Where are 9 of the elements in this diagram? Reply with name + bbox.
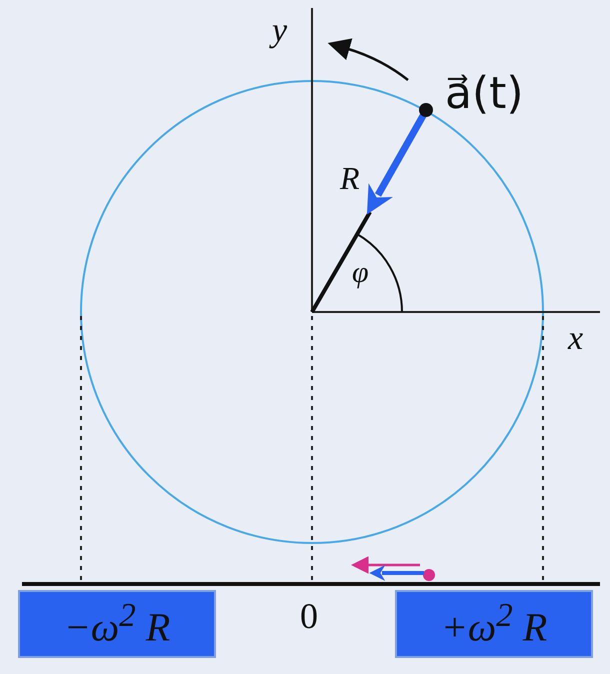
radius-label: R — [340, 162, 360, 194]
angle-label: φ — [352, 258, 369, 288]
value-label: −ω$^{2}$ R — [64, 597, 170, 651]
value-box — [395, 590, 593, 658]
value-label: +ω$^{2}$ R — [440, 597, 548, 651]
origin-label: 0 — [300, 598, 318, 634]
vector-label: a⃗(t) — [445, 72, 524, 116]
value-box — [18, 590, 216, 658]
axis-label: x — [568, 322, 584, 356]
